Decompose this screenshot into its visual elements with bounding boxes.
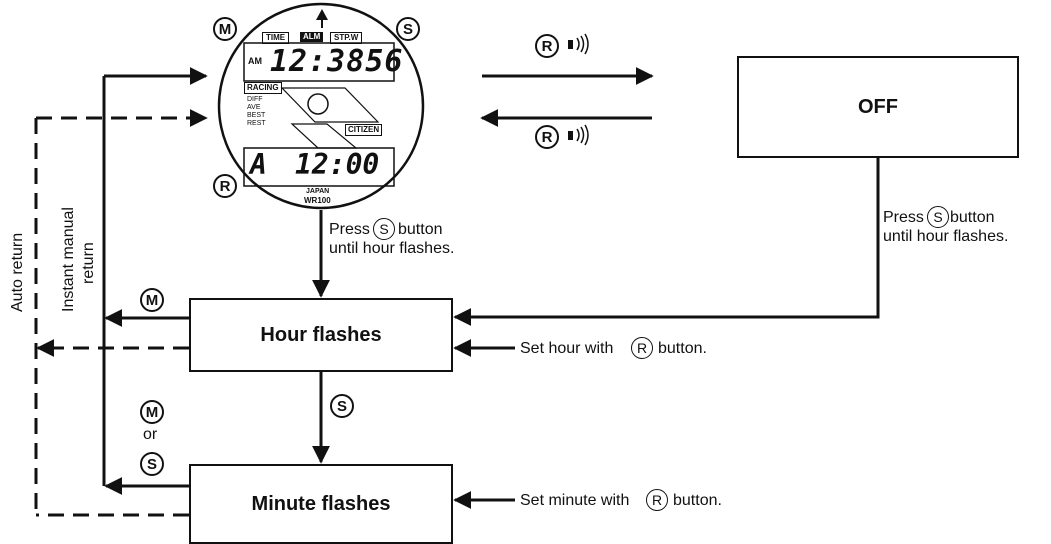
s-button-icon: S <box>140 452 164 476</box>
mode-label-time: TIME <box>262 32 290 44</box>
s-button-icon: S <box>927 206 949 228</box>
button-word: button <box>950 209 995 226</box>
r-button-icon: R <box>646 489 668 511</box>
auto-return-label: Auto return <box>9 232 26 312</box>
am-indicator: AM <box>248 56 262 66</box>
country-label: JAPAN <box>306 188 330 195</box>
m-button-icon: M <box>140 400 164 424</box>
s-button-icon: S <box>330 394 354 418</box>
sub-label: AVE <box>247 104 261 111</box>
sub-label: DIFF <box>247 96 263 103</box>
until-hour-text: until hour flashes. <box>329 240 455 257</box>
press-label: Press <box>883 209 924 226</box>
s-button-icon: S <box>373 218 395 240</box>
button-m-label: M <box>213 17 237 41</box>
flow-lines <box>34 2 880 517</box>
or-label: or <box>143 426 158 443</box>
minute-flashes-box: Minute flashes <box>189 464 453 544</box>
sub-label: REST <box>247 120 266 127</box>
alarm-time-display: 12:00 <box>295 148 380 181</box>
button-word: button <box>398 221 443 238</box>
r-button-icon: R <box>631 337 653 359</box>
button-r-label: R <box>213 174 237 198</box>
mode-label-alm: ALM <box>300 32 324 42</box>
hour-flashes-box: Hour flashes <box>189 298 453 372</box>
set-hour-button-text: button. <box>658 340 707 357</box>
until-hour-text: until hour flashes. <box>883 228 1009 245</box>
instant-manual-return-label-2: return <box>80 242 97 284</box>
sound-icon <box>568 124 589 146</box>
button-s-label: S <box>396 17 420 41</box>
racing-label: RACING <box>244 82 282 94</box>
main-time-display: 12:3856 <box>270 44 404 79</box>
set-hour-text: Set hour with <box>520 340 614 357</box>
sub-label: BEST <box>247 112 266 119</box>
off-box: OFF <box>737 56 1019 158</box>
arrow-off-to-hour <box>453 158 880 326</box>
press-label: Press <box>329 221 370 238</box>
model-label: WR100 <box>304 196 331 205</box>
m-button-icon: M <box>140 288 164 312</box>
instant-manual-return-label-1: Instant manual <box>60 207 77 312</box>
set-minute-button-text: button. <box>673 492 722 509</box>
alarm-letter: A <box>250 148 267 181</box>
sound-icon <box>568 33 589 55</box>
brand-label: CITIZEN <box>345 124 383 136</box>
r-button-on-icon: R <box>535 34 559 58</box>
watch-illustration <box>217 2 425 210</box>
set-minute-text: Set minute with <box>520 492 630 509</box>
r-button-off-icon: R <box>535 125 559 149</box>
mode-label-stpw: STP.W <box>330 32 363 44</box>
